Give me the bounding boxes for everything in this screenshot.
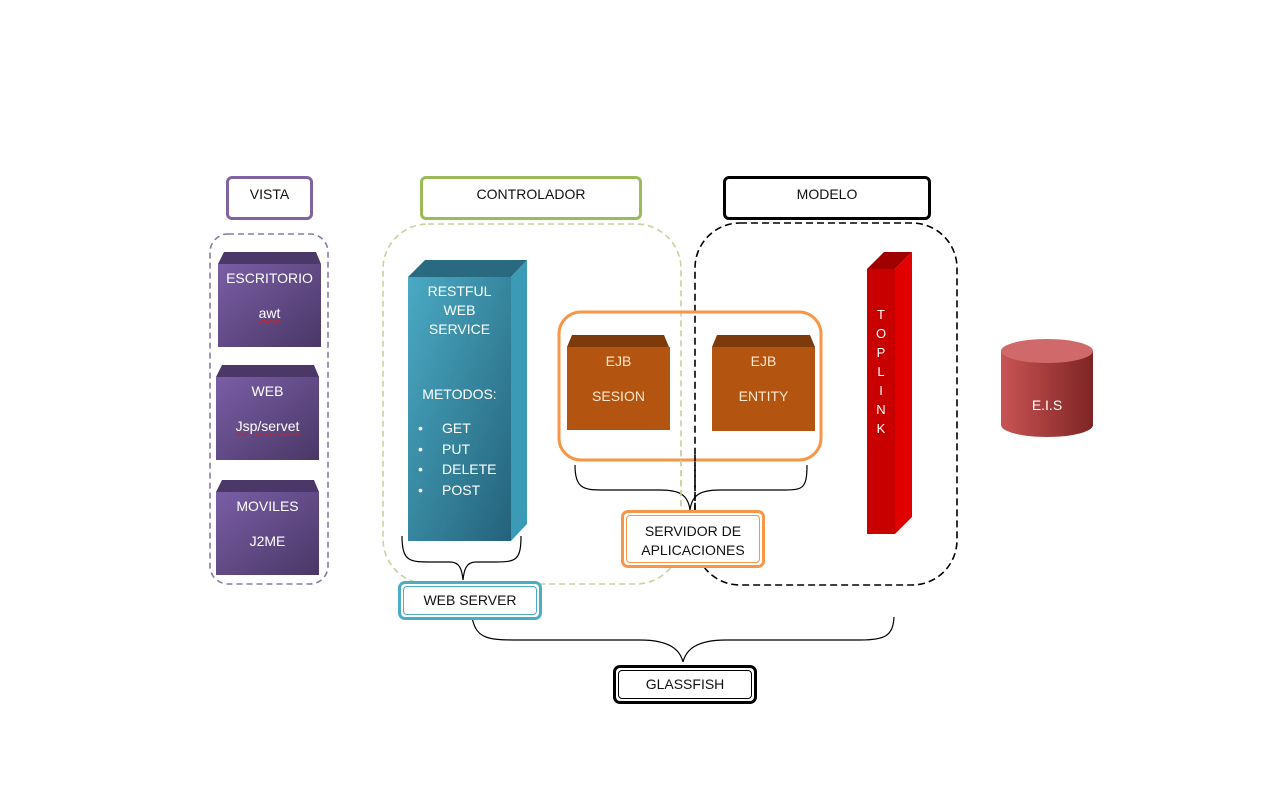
- vista-box-subtitle: awt: [258, 305, 281, 321]
- method-label: DELETE: [442, 461, 497, 477]
- glassfish-box: GLASSFISH: [613, 665, 757, 704]
- toplink-label: T O P L I N K: [867, 305, 895, 438]
- method-item: •DELETE: [418, 461, 497, 477]
- header-vista-label: VISTA: [249, 186, 290, 202]
- header-modelo: MODELO: [723, 176, 931, 220]
- vista-box-web: [216, 365, 319, 460]
- restful-methods-label: METODOS:: [422, 386, 497, 402]
- vista-box-escritorio-text: ESCRITORIO awt: [218, 269, 321, 322]
- vista-box-title: WEB: [251, 383, 284, 399]
- vista-box-title: MOVILES: [236, 498, 299, 514]
- vista-box-subtitle: Jsp/servet: [235, 418, 300, 434]
- ejb-sesion-text: EJB SESION: [567, 352, 670, 405]
- modelo-region: [694, 222, 958, 586]
- restful-title-line: RESTFUL: [427, 283, 492, 299]
- toplink-letter: O: [875, 326, 887, 341]
- brace-glassfish: [471, 616, 895, 663]
- ejb-subtitle: SESION: [592, 388, 645, 404]
- vista-box-escritorio: [218, 252, 321, 347]
- method-label: GET: [442, 420, 471, 436]
- restful-block: [408, 260, 527, 541]
- toplink-letter: L: [877, 364, 885, 379]
- vista-box-moviles: [216, 480, 319, 575]
- restful-methods-list: •GET •PUT •DELETE •POST: [418, 418, 496, 500]
- restful-title: RESTFUL WEB SERVICE: [408, 282, 511, 339]
- app-server-box: SERVIDOR DE APLICACIONES: [621, 510, 765, 568]
- method-label: POST: [442, 481, 481, 498]
- app-server-label-line1: SERVIDOR DE: [644, 523, 742, 539]
- web-server-box: WEB SERVER: [398, 581, 542, 620]
- vista-box-web-text: WEB Jsp/servet: [216, 382, 319, 435]
- toplink-letter: N: [876, 402, 886, 417]
- brace-app-server: [574, 464, 808, 511]
- brace-web-server: [401, 535, 522, 581]
- restful-title-line: SERVICE: [428, 321, 491, 337]
- restful-title-line: WEB: [443, 302, 476, 318]
- method-item: •PUT: [418, 440, 470, 457]
- method-item: •GET: [418, 420, 471, 436]
- eis-label: E.I.S: [1031, 397, 1063, 413]
- ejb-subtitle: ENTITY: [738, 388, 789, 404]
- header-controlador-label: CONTROLADOR: [476, 186, 586, 202]
- ejb-title: EJB: [750, 353, 777, 369]
- toplink-letter: I: [879, 383, 883, 398]
- vista-box-subtitle: J2ME: [249, 533, 286, 549]
- web-server-label: WEB SERVER: [423, 592, 517, 608]
- ejb-title: EJB: [605, 353, 632, 369]
- toplink-letter: T: [877, 307, 885, 322]
- header-vista: VISTA: [226, 176, 313, 220]
- method-item: •POST: [418, 481, 481, 498]
- ejb-container: [557, 310, 823, 462]
- ejb-box-sesion: [567, 335, 670, 430]
- glassfish-label: GLASSFISH: [645, 676, 725, 692]
- toplink-letter: P: [876, 345, 886, 360]
- app-server-label-line2: APLICACIONES: [641, 542, 745, 558]
- header-controlador: CONTROLADOR: [420, 176, 642, 220]
- ejb-box-entity: [712, 335, 815, 431]
- toplink-letter: K: [876, 421, 886, 436]
- header-modelo-label: MODELO: [796, 186, 858, 202]
- toplink-block: [867, 252, 912, 534]
- vista-region: [209, 233, 329, 585]
- vista-box-moviles-text: MOVILES J2ME: [216, 497, 319, 550]
- method-label: PUT: [442, 440, 470, 457]
- vista-box-title: ESCRITORIO: [226, 270, 313, 286]
- ejb-entity-text: EJB ENTITY: [712, 352, 815, 405]
- eis-database-icon: [1001, 339, 1093, 437]
